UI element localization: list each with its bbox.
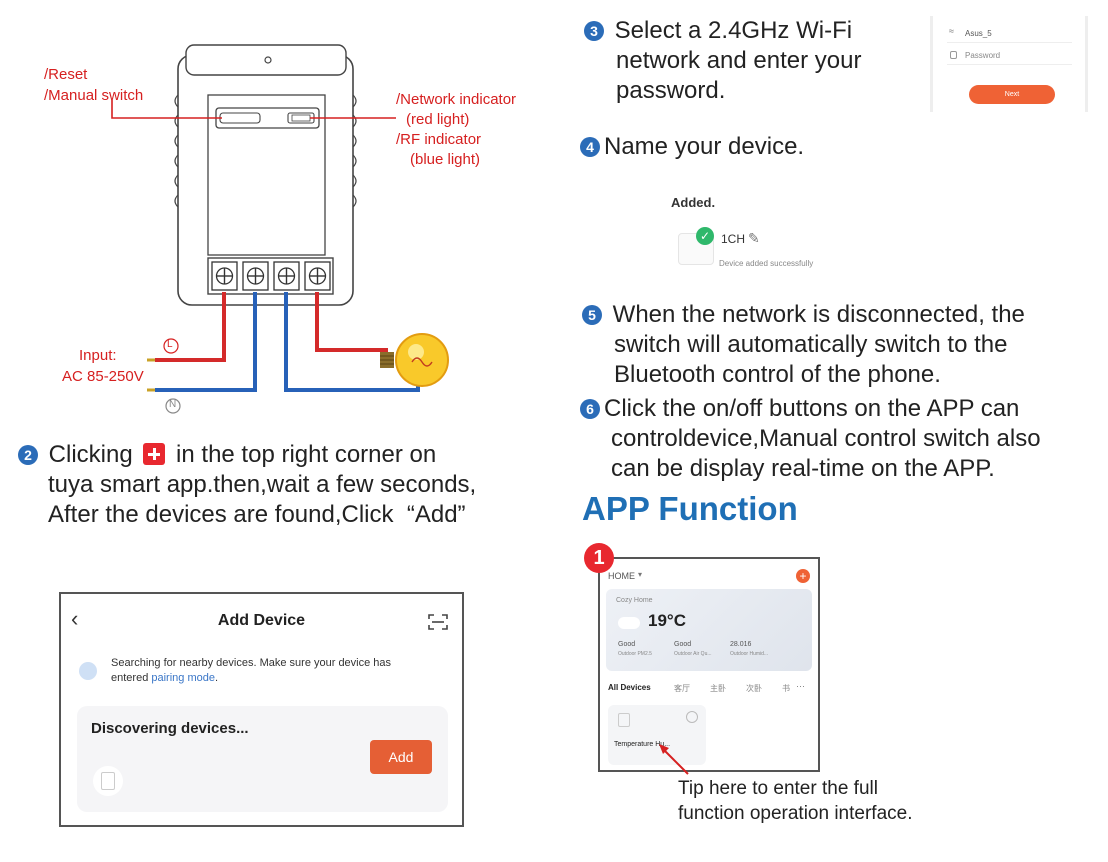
home-dropdown[interactable]: HOME	[608, 571, 635, 581]
rf-indicator-label: /RF indicator	[396, 131, 482, 148]
wifi-screen: ≈ Asus_5 Password Next	[930, 16, 1088, 112]
metric3-label: Outdoor Humid...	[730, 651, 769, 657]
add-device-screen: ‹ Add Device Searching for nearby device…	[59, 592, 464, 827]
searching-icon	[79, 662, 97, 680]
discovering-panel: Discovering devices... Add	[77, 706, 448, 812]
tab-second-bedroom[interactable]: 次卧	[746, 684, 762, 693]
live-symbol: L	[167, 339, 173, 350]
check-icon: ✓	[696, 227, 714, 245]
step-number: 6	[580, 399, 600, 419]
device-tile-name: Temperature Hu...	[614, 741, 671, 748]
device-tile[interactable]: Temperature Hu...	[608, 705, 706, 765]
metric1-label: Outdoor PM2.5	[618, 651, 652, 657]
device-thumbnail-icon	[93, 766, 123, 796]
step3-text: 3 Select a 2.4GHz Wi-Fi	[584, 16, 852, 46]
step-number: 4	[580, 137, 600, 157]
step6-line2: controldevice,Manual control switch also	[611, 425, 1041, 452]
neutral-marker-icon	[165, 398, 181, 414]
neutral-symbol: N	[169, 399, 177, 410]
metric1-value: Good	[618, 641, 636, 648]
blue-light-label: (blue light)	[410, 151, 481, 168]
live-marker-icon	[163, 338, 179, 354]
weather-location: Cozy Home	[616, 597, 653, 604]
plus-icon	[143, 443, 166, 465]
edit-icon[interactable]: ✎	[748, 230, 760, 246]
step-badge: 1	[584, 543, 614, 573]
chevron-down-icon: ▾	[638, 570, 643, 579]
lock-icon	[950, 51, 957, 59]
step6-line1: Click the on/off buttons on the APP can	[604, 395, 1020, 422]
add-device-title: Add Device	[217, 612, 306, 629]
metric3-value: 28.016	[730, 641, 752, 648]
weather-card: Cozy Home 19°C Good Outdoor PM2.5 Good O…	[606, 589, 812, 671]
reset-label: /Reset	[44, 66, 88, 83]
discovering-text: Discovering devices...	[91, 720, 249, 737]
step5-line1: When the network is disconnected, the	[612, 301, 1025, 328]
wiring-diagram	[111, 44, 449, 414]
searching-prefix: entered	[111, 672, 149, 684]
input-label: Input:	[79, 347, 117, 364]
add-device-icon[interactable]: +	[796, 569, 810, 583]
added-status: Device added successfully	[719, 259, 814, 268]
step2-line2: tuya smart app.then,wait a few seconds,	[48, 471, 477, 498]
step2-line1-prefix: Clicking	[48, 441, 133, 468]
cloud-icon	[618, 617, 640, 629]
tip-arrow-icon	[659, 744, 689, 775]
wifi-icon: ≈	[949, 26, 954, 36]
power-icon[interactable]	[686, 711, 698, 723]
manual-switch-label: /Manual switch	[44, 87, 144, 104]
password-field[interactable]: Password	[965, 51, 1001, 60]
light-bulb-icon	[380, 333, 449, 387]
step4-label: Name your device.	[604, 133, 805, 160]
wifi-divider	[947, 42, 1072, 43]
sensor-icon	[618, 713, 630, 727]
step-number: 5	[582, 305, 602, 325]
tab-all-devices[interactable]: All Devices	[608, 683, 651, 692]
tip-line2: function operation interface.	[678, 803, 913, 824]
step6-line3: can be display real-time on the APP.	[611, 455, 995, 482]
add-button[interactable]: Add	[370, 740, 432, 774]
step-number: 3	[584, 21, 604, 41]
wifi-ssid[interactable]: Asus_5	[965, 29, 992, 38]
next-button[interactable]: Next	[969, 85, 1055, 104]
step5-line2: switch will automatically switch to the	[614, 331, 1008, 358]
device-name: 1CH	[721, 232, 746, 246]
red-light-label: (red light)	[406, 111, 470, 128]
input-voltage: AC 85-250V	[62, 368, 144, 385]
scan-icon[interactable]	[427, 612, 449, 632]
more-icon[interactable]: ···	[796, 681, 805, 691]
step5-text: 5 When the network is disconnected, the	[582, 300, 1025, 330]
step2-line1-suffix: in the top right corner on	[176, 441, 437, 468]
temperature: 19°C	[648, 611, 686, 630]
network-indicator-label: /Network indicator	[396, 91, 517, 108]
metric2-label: Outdoor Air Qu...	[674, 651, 712, 657]
step3-line3: password.	[616, 77, 726, 104]
step3-line1: Select a 2.4GHz Wi-Fi	[614, 17, 853, 44]
searching-suffix: .	[214, 672, 219, 684]
step5-line3: Bluetooth control of the phone.	[614, 361, 941, 388]
tab-living-room[interactable]: 客厅	[674, 684, 690, 693]
app-screen: HOME ▾ + Cozy Home 19°C Good Outdoor PM2…	[598, 557, 820, 772]
step2-text: 2 Clicking in the top right corner on	[18, 440, 436, 470]
app-function-heading: APP Function	[582, 490, 798, 527]
step2-line3: After the devices are found,Click “Add”	[48, 501, 466, 528]
step-number: 2	[18, 445, 38, 465]
wifi-divider-2	[947, 64, 1072, 65]
tip-line1: Tip here to enter the full	[678, 778, 878, 799]
searching-text-line2: entered pairing mode.	[111, 672, 218, 684]
tab-master-bedroom[interactable]: 主卧	[710, 684, 726, 693]
added-title: Added.	[671, 195, 716, 210]
back-icon[interactable]: ‹	[71, 606, 79, 631]
metric2-value: Good	[674, 641, 692, 648]
step3-line2: network and enter your	[616, 47, 862, 74]
pairing-mode-link[interactable]: pairing mode	[151, 672, 215, 684]
searching-text: Searching for nearby devices. Make sure …	[111, 657, 392, 669]
tab-study[interactable]: 书	[782, 684, 790, 693]
